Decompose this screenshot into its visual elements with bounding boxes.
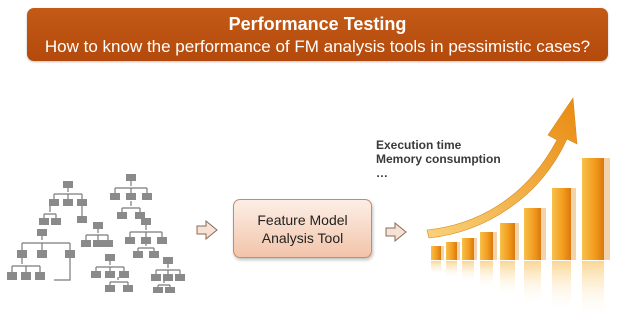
tool-box-line2: Analysis Tool <box>261 230 344 246</box>
right-arrow-icon <box>196 220 218 240</box>
feature-model-trees-icon <box>7 174 185 293</box>
metric-execution-time: Execution time <box>376 138 462 152</box>
metric-ellipsis: … <box>376 166 388 180</box>
title-banner: Performance Testing How to know the perf… <box>27 8 608 61</box>
analysis-tool-box: Feature Model Analysis Tool <box>233 199 372 258</box>
banner-subtitle: How to know the performance of FM analys… <box>44 37 591 56</box>
right-arrow-icon <box>385 222 407 242</box>
banner-title: Performance Testing <box>228 14 407 34</box>
metric-memory-consumption: Memory consumption <box>376 152 501 166</box>
metrics-list: Execution time Memory consumption … <box>376 138 501 180</box>
bar-growth-chart-icon <box>426 97 610 319</box>
tool-box-line1: Feature Model <box>257 212 348 228</box>
